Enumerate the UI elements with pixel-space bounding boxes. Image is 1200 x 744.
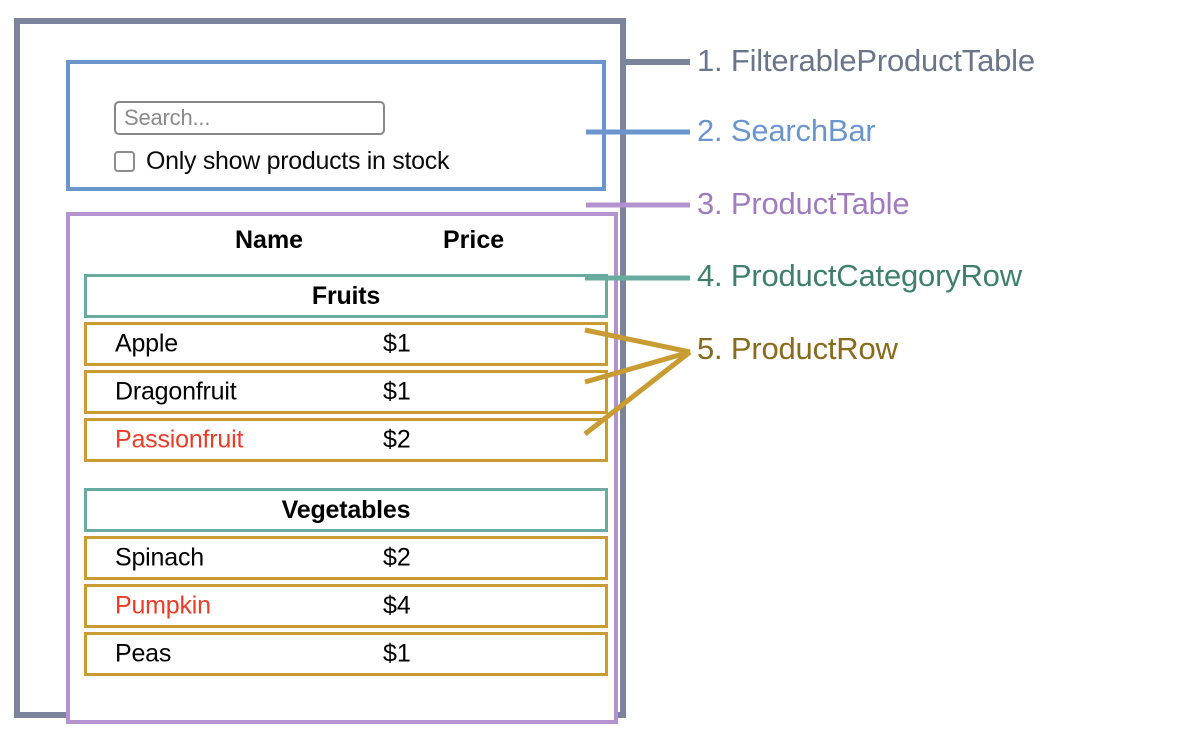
filterable-product-table-box: Search... Only show products in stock Na… <box>14 18 626 724</box>
product-name: Apple <box>115 329 178 358</box>
product-row[interactable]: Apple $1 <box>84 322 608 366</box>
product-name: Pumpkin <box>115 591 211 620</box>
product-price: $4 <box>383 591 411 620</box>
product-price: $2 <box>383 425 411 454</box>
product-row[interactable]: Dragonfruit $1 <box>84 370 608 414</box>
product-row[interactable]: Pumpkin $4 <box>84 584 608 628</box>
product-table-header: Name Price <box>70 226 614 266</box>
product-row[interactable]: Spinach $2 <box>84 536 608 580</box>
product-name: Passionfruit <box>115 425 244 454</box>
product-table-box: Name Price Fruits Apple $1 Dragonfruit $… <box>66 212 618 724</box>
product-name: Peas <box>115 639 172 668</box>
in-stock-checkbox-label: Only show products in stock <box>146 147 450 175</box>
column-header-price: Price <box>443 226 505 254</box>
search-input-placeholder: Search... <box>124 105 211 130</box>
legend-item-search-bar: 2. SearchBar <box>697 113 876 148</box>
product-category-label: Vegetables <box>281 495 411 524</box>
in-stock-checkbox-row[interactable]: Only show products in stock <box>114 147 449 176</box>
product-row[interactable]: Peas $1 <box>84 632 608 676</box>
checkbox-unchecked-icon[interactable] <box>114 151 135 172</box>
product-table-rows: Fruits Apple $1 Dragonfruit $1 Passionfr… <box>84 274 608 680</box>
product-name: Dragonfruit <box>115 377 237 406</box>
legend-item-product-category-row: 4. ProductCategoryRow <box>697 258 1022 293</box>
product-price: $1 <box>383 639 411 668</box>
legend-item-product-row: 5. ProductRow <box>697 331 898 366</box>
product-category-label: Fruits <box>311 281 381 310</box>
category-spacer <box>84 466 608 488</box>
search-bar-box: Search... Only show products in stock <box>66 60 606 191</box>
product-name: Spinach <box>115 543 204 572</box>
search-input[interactable]: Search... <box>114 101 385 135</box>
product-row[interactable]: Passionfruit $2 <box>84 418 608 462</box>
product-price: $1 <box>383 377 411 406</box>
product-category-row: Vegetables <box>84 488 608 532</box>
product-price: $2 <box>383 543 411 572</box>
legend-item-filterable-product-table: 1. FilterableProductTable <box>697 43 1035 78</box>
legend-item-product-table: 3. ProductTable <box>697 186 910 221</box>
product-category-row: Fruits <box>84 274 608 318</box>
product-price: $1 <box>383 329 411 358</box>
column-header-name: Name <box>235 226 304 254</box>
